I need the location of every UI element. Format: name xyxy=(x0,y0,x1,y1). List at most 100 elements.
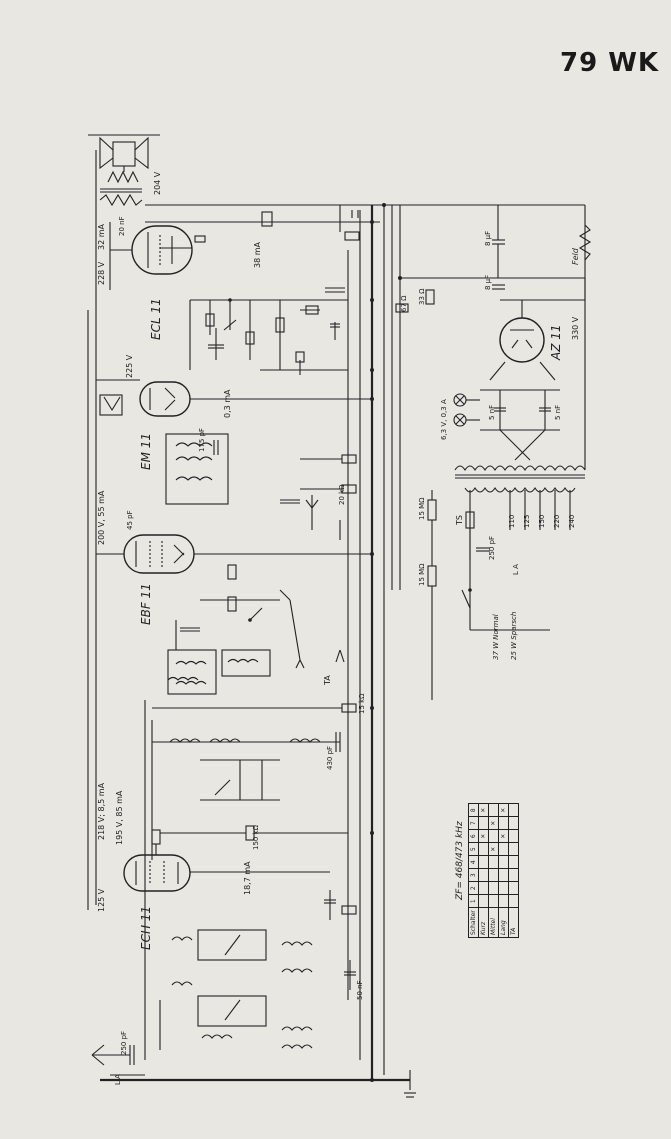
switch-table-row-label: Kurz xyxy=(478,907,489,938)
tube-label-ecl11: ECL 11 xyxy=(149,298,163,340)
label-c250-left: 250 pF xyxy=(120,1031,128,1055)
output-transformer xyxy=(99,188,143,207)
supply-capacitors xyxy=(480,389,560,461)
label-r15mb: 15 MΩ xyxy=(418,563,426,586)
mains-switch xyxy=(461,511,490,609)
rectifier-az11 xyxy=(489,299,585,381)
if-transformer-1 xyxy=(165,433,229,505)
filter-capacitors xyxy=(492,205,505,290)
switch-table-mark: ✕ xyxy=(498,803,509,817)
switch-table-cell xyxy=(478,881,489,895)
switch-table-header-cell: 3 xyxy=(468,868,479,882)
label-c5nf-b: 5 nF xyxy=(554,405,562,420)
tube-ecl11 xyxy=(109,222,206,290)
tap-125: 125 xyxy=(523,515,531,528)
switch-table-cell xyxy=(478,855,489,869)
switch-table-cell xyxy=(508,842,519,856)
switch-table-cell xyxy=(478,816,489,830)
switch-table-row: Mittel ✕ ✕ xyxy=(488,803,499,938)
label-la-right: L A xyxy=(512,564,520,575)
label-v195: 195 V, 85 mA xyxy=(115,790,124,845)
label-v204: 204 V xyxy=(153,171,162,195)
tube-ebf11 xyxy=(96,534,372,574)
switch-table-cell xyxy=(508,816,519,830)
label-feld: Feld xyxy=(571,247,580,265)
junction-dots xyxy=(370,203,402,1082)
switch-table-cell xyxy=(498,868,509,882)
switch-table-mark: ✕ xyxy=(488,816,499,830)
switch-table-header-cell: 7 xyxy=(468,816,479,830)
label-r20k: 20 kΩ xyxy=(338,484,346,505)
label-r15ma: 15 MΩ xyxy=(418,497,426,520)
if-transformer-2 xyxy=(167,649,271,695)
label-ma38: 38 mA xyxy=(253,241,262,268)
label-v225: 225 V xyxy=(125,354,134,378)
label-c250: 250 pF xyxy=(488,536,496,560)
label-ta: TA xyxy=(323,675,332,686)
switch-table-mark: ✕ xyxy=(488,842,499,856)
switch-table-row: Lang ✕ ✕ xyxy=(498,803,509,938)
rf-coils xyxy=(159,929,356,1050)
switch-table-cell xyxy=(488,855,499,869)
tube-ech11 xyxy=(123,829,330,892)
switch-table-cell xyxy=(498,894,509,908)
switch-table-cell xyxy=(478,868,489,882)
label-c50nf: 50 nF xyxy=(356,980,364,1000)
switch-table-header-cell: 6 xyxy=(468,829,479,843)
label-r15k: 15 kΩ xyxy=(358,693,366,714)
switch-table-cell xyxy=(488,803,499,817)
label-v330: 330 V xyxy=(571,316,580,340)
switch-table-row: TA xyxy=(508,803,519,938)
switch-table-mark: ✕ xyxy=(478,829,489,843)
tube-label-ech11: ECH 11 xyxy=(139,906,153,950)
tube-label-az11: AZ 11 xyxy=(549,324,563,361)
label-c8uf-b: 8 µF xyxy=(484,275,492,290)
switch-table-header-cell: 8 xyxy=(468,803,479,817)
label-c8uf: 8 µF xyxy=(484,231,492,246)
switch-table-cell xyxy=(498,842,509,856)
switch-table-cell xyxy=(508,855,519,869)
label-v218: 218 V; 8,5 mA xyxy=(97,782,106,840)
label-c20nf: 20 nF xyxy=(118,216,126,236)
switch-table-cell xyxy=(478,842,489,856)
label-sparsch: 25 W Sparsch xyxy=(510,612,518,660)
switch-table-cell xyxy=(498,816,509,830)
tube-em11 xyxy=(96,379,372,417)
label-c5nf-a: 5 nF xyxy=(488,405,496,420)
bandfilter-coils xyxy=(152,676,357,801)
switch-table-header-label: Schalter xyxy=(468,907,479,938)
switch-table-cell xyxy=(498,881,509,895)
label-normal: 37 W Normal xyxy=(492,614,500,660)
switch-table-row-label: TA xyxy=(508,907,519,938)
label-r67: 67 Ω xyxy=(400,295,408,312)
label-v125: 125 V xyxy=(97,888,106,912)
label-c45: 45 pF xyxy=(126,510,134,530)
switch-table-mark: ✕ xyxy=(498,829,509,843)
tap-220: 220 xyxy=(553,515,561,528)
switch-table-row-label: Lang xyxy=(498,907,509,938)
ech11-grid-network xyxy=(160,825,357,920)
field-coil xyxy=(578,224,592,261)
label-r150k: 150 kΩ xyxy=(252,824,260,850)
model-title: 79 WK xyxy=(560,48,660,78)
label-ma32: 32 mA xyxy=(97,223,106,250)
resistor-67 xyxy=(395,303,409,313)
switch-table-cell xyxy=(508,894,519,908)
switch-table-cell xyxy=(508,868,519,882)
label-ma03: 0,3 mA xyxy=(223,389,232,418)
switch-table-header-cell: 2 xyxy=(468,881,479,895)
resistor-33 xyxy=(425,289,435,305)
switch-table-cell xyxy=(488,881,499,895)
switch-table-header-cell: 5 xyxy=(468,842,479,856)
switch-table-cell xyxy=(488,829,499,843)
label-ts: TS xyxy=(455,515,464,526)
tap-240: 240 xyxy=(568,515,576,528)
switch-table-row-label: Mittel xyxy=(488,907,499,938)
switch-table-header-cell: 4 xyxy=(468,855,479,869)
label-la-left: L A xyxy=(114,1074,122,1085)
loudspeaker xyxy=(88,134,160,184)
